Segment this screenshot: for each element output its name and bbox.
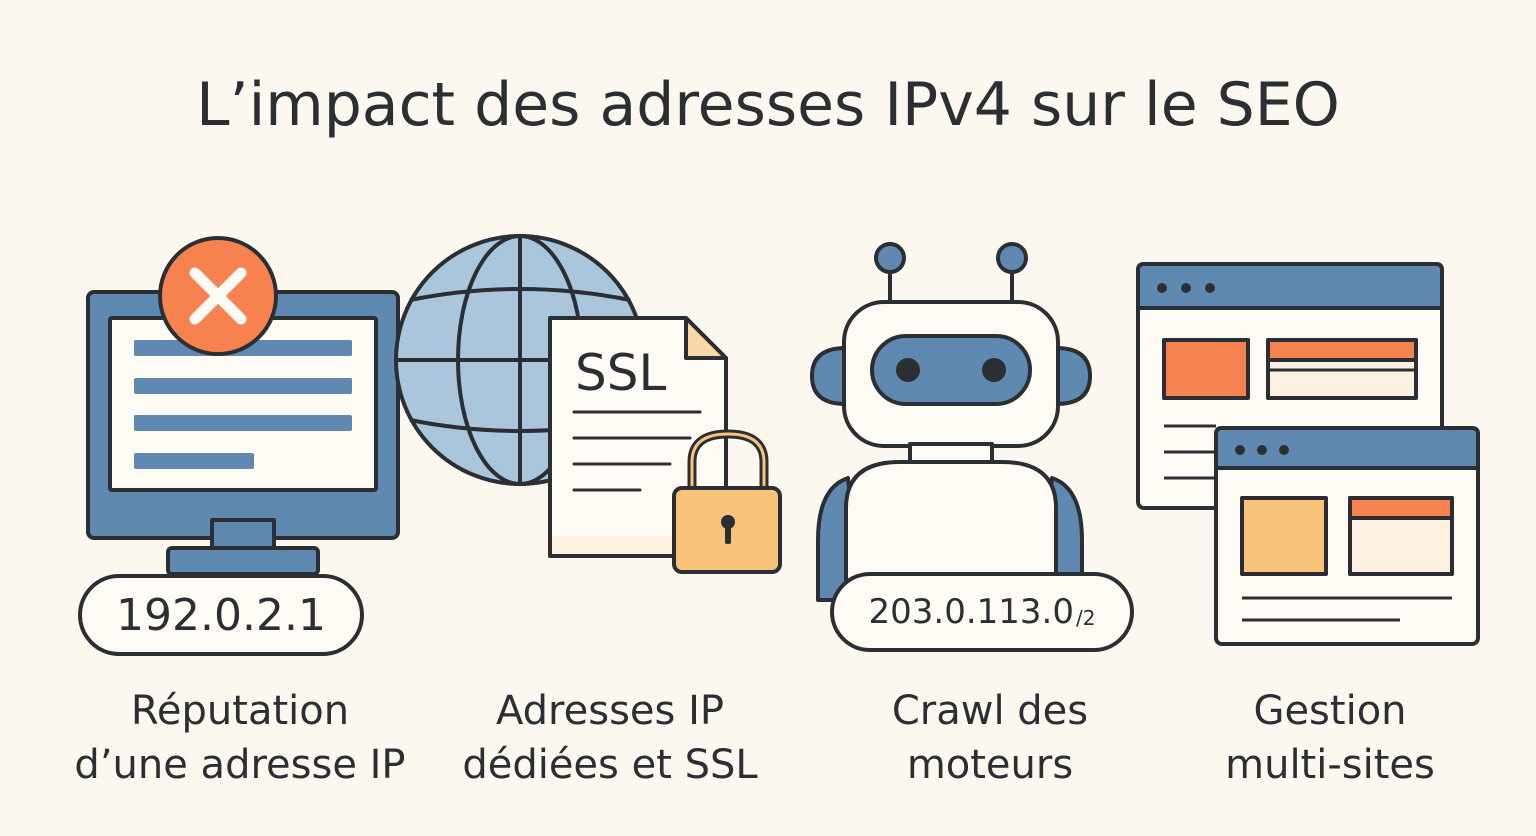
robot-ear-left [810,346,848,406]
padlock-icon [672,429,782,574]
ip-address-badge: 192.0.2.1 [78,574,364,656]
caption-search-crawl: Crawl des moteurs [800,684,1180,792]
ip-range-badge: 203.0.113.0/2 [830,572,1134,652]
antenna-right [996,242,1028,274]
caption-line: Réputation [130,688,350,734]
close-icon [189,267,247,325]
robot-ear-right [1054,346,1092,406]
robot-visor [870,334,1032,406]
caption-line: Gestion [1253,688,1407,734]
caption-line: Crawl des [891,688,1089,734]
globe-ssl-lock-icon [394,234,782,574]
monitor-base [166,546,320,576]
browser-window-front [1214,426,1480,646]
antenna-left [874,242,906,274]
page-title: L’impact des adresses IPv4 sur le SEO [196,70,1340,140]
caption-line: dédiées et SSL [462,742,758,788]
multi-window-icon [1136,262,1480,646]
caption-line: multi-sites [1225,742,1435,788]
caption-line: moteurs [906,742,1074,788]
robot-crawler-icon [810,242,1092,602]
caption-dedicated-ip-ssl: Adresses IP dédiées et SSL [420,684,800,792]
caption-line: d’une adresse IP [74,742,406,788]
robot-body [844,460,1058,592]
monitor-error-icon [86,236,400,576]
ssl-label: SSL [575,344,666,402]
caption-line: Adresses IP [496,688,724,734]
caption-multi-site: Gestion multi-sites [1140,684,1520,792]
ip-range-suffix: /2 [1076,606,1096,630]
ip-address-text: 192.0.2.1 [116,589,326,641]
caption-ip-reputation: Réputation d’une adresse IP [40,684,440,792]
ip-range-text: 203.0.113.0 [868,592,1074,632]
